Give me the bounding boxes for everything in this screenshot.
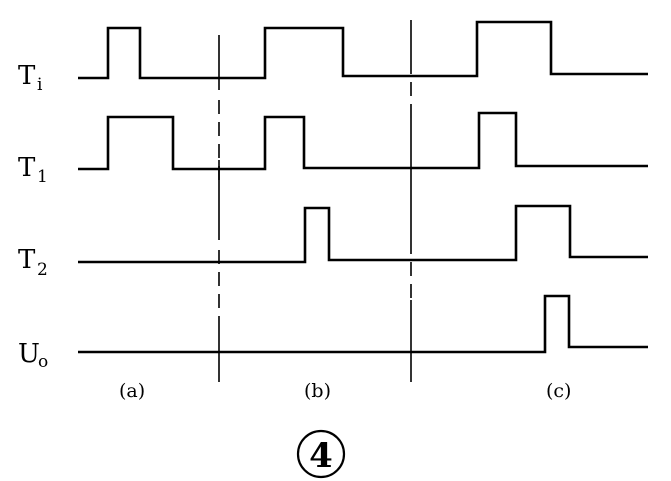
signal-subscript: 2 <box>37 260 48 280</box>
signal-name: U <box>18 339 40 369</box>
signal-label-t1: T 1 <box>18 153 48 187</box>
signal-name: T <box>18 245 36 275</box>
figure-number-badge: 4 <box>296 429 346 479</box>
signal-subscript: 1 <box>37 167 48 187</box>
waveform-t1 <box>78 111 648 171</box>
waveform-t2 <box>78 204 648 264</box>
signal-name: T <box>18 61 36 91</box>
section-label-c: (c) <box>546 380 571 402</box>
signal-name: T <box>18 153 36 183</box>
signal-subscript: o <box>38 352 48 372</box>
waveform-uo <box>78 294 648 354</box>
signal-label-ti: T i <box>18 61 43 95</box>
section-label-a: (a) <box>119 380 145 402</box>
signal-label-t2: T 2 <box>18 245 48 280</box>
waveform-ti <box>78 20 648 80</box>
signal-subscript: i <box>37 75 43 95</box>
figure-number: 4 <box>309 436 333 476</box>
signal-label-uo: U o <box>18 339 48 372</box>
section-label-b: (b) <box>304 380 331 402</box>
